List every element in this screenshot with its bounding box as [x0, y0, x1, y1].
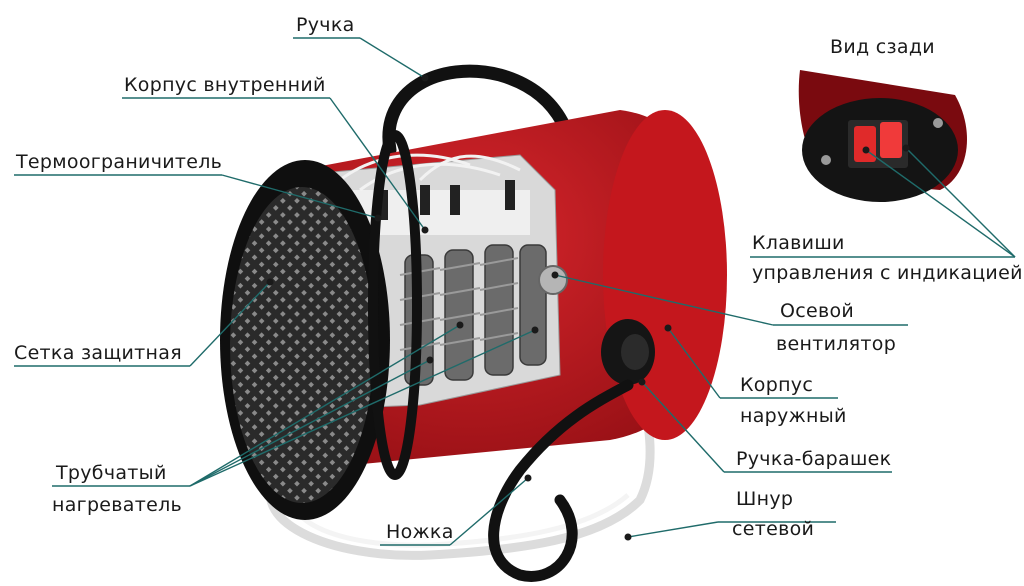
label-heater-line2: нагреватель: [52, 494, 183, 516]
switch-1: [854, 126, 876, 162]
label-outer-body-line2: наружный: [740, 405, 847, 427]
label-mesh: Сетка защитная: [14, 342, 182, 364]
label-cord-line1: Шнур: [736, 488, 794, 510]
power-cord: [265, 379, 655, 560]
fan-hub: [538, 265, 568, 295]
leg: [488, 379, 634, 582]
terminals: [378, 180, 515, 220]
label-knob: Ручка-барашек: [736, 448, 892, 470]
wing-knob: [601, 319, 655, 385]
protective-mesh: [230, 187, 374, 503]
switch-2: [880, 122, 902, 158]
label-outer-body-line1: Корпус: [740, 374, 814, 396]
label-inner-body: Корпус внутренний: [124, 74, 326, 96]
label-rear-view: Вид сзади: [830, 36, 935, 58]
rear-view-inset: [798, 70, 967, 202]
label-cord-line2: сетевой: [732, 518, 815, 540]
label-switches-line2: управления с индикацией: [752, 262, 1023, 284]
label-switches-line1: Клавиши: [752, 232, 845, 254]
leader-lines: [14, 37, 1016, 546]
label-fan-line2: вентилятор: [776, 333, 897, 355]
label-thermostat: Термоограничитель: [16, 151, 223, 173]
label-handle: Ручка: [296, 14, 355, 36]
label-heater-line1: Трубчатый: [56, 462, 167, 484]
label-fan-line1: Осевой: [780, 300, 855, 322]
label-leg: Ножка: [386, 521, 454, 543]
leader-dots: [266, 74, 910, 541]
